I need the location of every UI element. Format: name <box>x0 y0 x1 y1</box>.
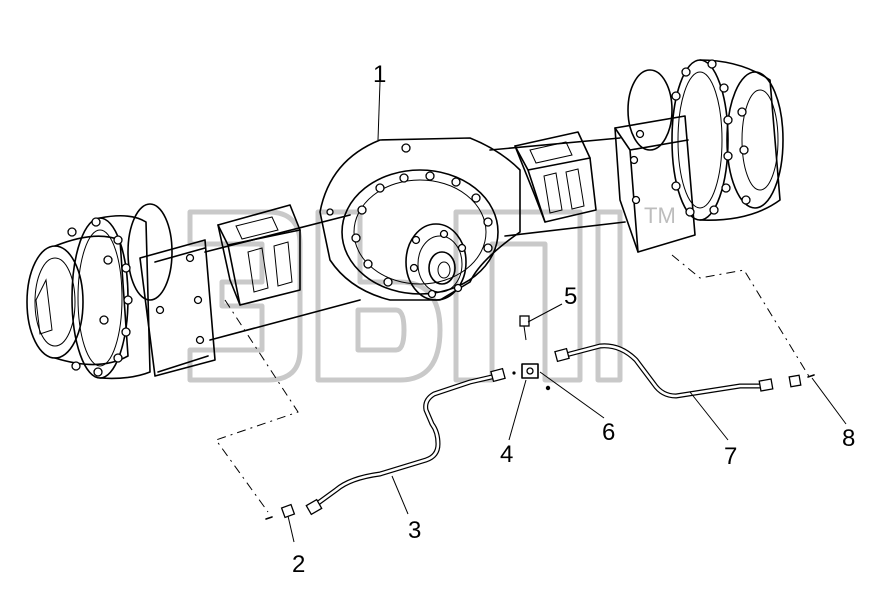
callout-7: 7 <box>724 443 737 470</box>
callout-5: 5 <box>564 283 577 310</box>
right-axle-tube <box>489 131 626 237</box>
left-axle-tube <box>204 204 361 341</box>
watermark-tm: TM <box>644 203 676 228</box>
differential-housing <box>319 137 521 301</box>
callout-leaders <box>287 81 847 543</box>
callout-numbers: 1 2 3 4 5 6 7 8 <box>292 61 855 578</box>
callout-4: 4 <box>500 441 513 468</box>
brake-pipe-assembly <box>265 315 815 520</box>
right-wheel-hub <box>614 59 784 253</box>
callout-6: 6 <box>602 419 615 446</box>
leader-lines <box>215 254 811 513</box>
callout-2: 2 <box>292 551 305 578</box>
callout-1: 1 <box>373 61 386 88</box>
callout-8: 8 <box>842 425 855 452</box>
callout-3: 3 <box>408 517 421 544</box>
left-wheel-hub <box>26 203 216 380</box>
